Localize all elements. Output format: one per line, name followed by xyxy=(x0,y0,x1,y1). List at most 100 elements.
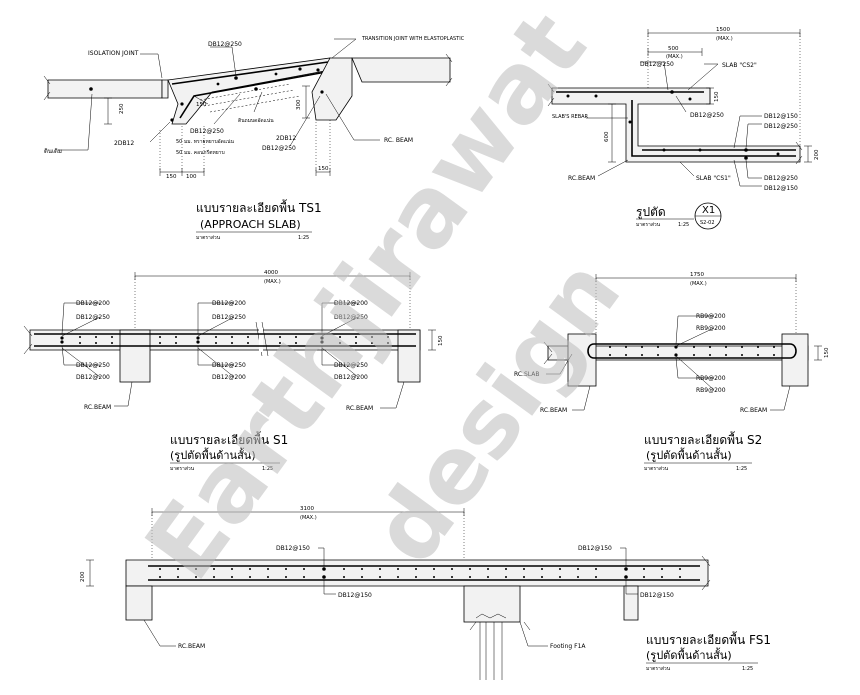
s1-rc-beam-right: RC.BEAM xyxy=(346,405,373,412)
x1-rc-beam-label: RC.BEAM xyxy=(568,175,595,182)
s1-top-bar-1b: DB12@250 xyxy=(76,314,110,321)
ts1-dim-150c: 150 xyxy=(318,166,329,172)
detail-s1: 4000 (MAX.) DB12@200 DB12@250 DB12@200 D… xyxy=(23,270,444,472)
x1-slab-cs2-label: SLAB "CS2" xyxy=(722,62,757,69)
fs1-rc-beam: RC.BEAM xyxy=(178,643,205,650)
fs1-max: (MAX.) xyxy=(300,515,317,521)
ts1-db-bottom-left-label: DB12@250 xyxy=(190,128,224,135)
s1-bottom-bar-2: DB12@250 xyxy=(212,362,246,369)
x1-db150-2-label: DB12@150 xyxy=(764,185,798,192)
s2-rb-top-2: RB9@200 xyxy=(696,325,726,332)
fs1-scale-label: มาตราส่วน xyxy=(646,666,671,672)
x1-scale: 1:25 xyxy=(678,222,689,228)
x1-dim-150: 150 xyxy=(714,91,720,102)
s1-bottom-bar-1b: DB12@200 xyxy=(76,374,110,381)
s2-rc-beam-left: RC.BEAM xyxy=(540,407,567,414)
s1-dim-4000: 4000 xyxy=(264,270,278,276)
x1-max-1: (MAX.) xyxy=(716,36,733,42)
s2-max: (MAX.) xyxy=(690,281,707,287)
ts1-dim-150b: 150 xyxy=(166,174,177,180)
s2-scale-label: มาตราส่วน xyxy=(644,466,669,472)
ts1-subtitle: (APPROACH SLAB) xyxy=(200,218,301,231)
s2-rb-bottom-2: RB9@200 xyxy=(696,387,726,394)
x1-slab-rebar-label: SLAB'S REBAR xyxy=(552,114,589,120)
ts1-dim-300: 300 xyxy=(296,99,302,110)
x1-slab-cs1-label: SLAB "CS1" xyxy=(696,175,731,182)
ts1-db-top-label: DB12@250 xyxy=(208,41,242,48)
ts1-dim-100: 100 xyxy=(186,174,197,180)
s1-title: แบบรายละเอียดพื้น S1 xyxy=(170,431,288,447)
fs1-bottom-bar-left: DB12@150 xyxy=(338,592,372,599)
s1-scale-label: มาตราส่วน xyxy=(170,466,195,472)
fs1-bottom-bar-right: DB12@150 xyxy=(640,592,674,599)
detail-x1: 1500 (MAX.) 500 (MAX.) DB12@250 SLAB "CS… xyxy=(547,27,820,230)
s1-bottom-bar-3: DB12@250 xyxy=(334,362,368,369)
ts1-transition-joint-label: TRANSITION JOINT WITH ELASTOPLASTIC xyxy=(361,36,465,42)
s1-top-bar-3b: DB12@250 xyxy=(334,314,368,321)
ts1-scale: 1:25 xyxy=(298,235,309,241)
fs1-dim-200: 200 xyxy=(80,571,86,582)
s2-subtitle: (รูปตัดพื้นด้านสั้น) xyxy=(646,447,732,462)
x1-scale-label: มาตราส่วน xyxy=(636,222,661,228)
x1-title: รูปตัด xyxy=(636,205,666,220)
ts1-fill-lean-concrete-label: 50 มม. คอนกรีตหยาบ xyxy=(176,149,225,156)
ts1-scale-label: มาตราส่วน xyxy=(196,235,221,241)
x1-dim-200: 200 xyxy=(814,149,820,160)
x1-section-ref: S2-02 xyxy=(700,220,715,226)
ts1-rc-beam-label: RC. BEAM xyxy=(384,137,413,144)
s2-rc-beam-right: RC.BEAM xyxy=(740,407,767,414)
s1-bottom-bar-1: DB12@250 xyxy=(76,362,110,369)
fs1-top-bar-left: DB12@150 xyxy=(276,545,310,552)
ts1-2db12-left-label: 2DB12 xyxy=(114,140,134,147)
x1-max-2: (MAX.) xyxy=(666,54,683,60)
detail-s2: 1750 (MAX.) RB9@200 RB9@200 RB9@200 RB9@… xyxy=(514,272,830,472)
x1-section-tag: X1 xyxy=(702,205,715,216)
s1-top-bar-3: DB12@200 xyxy=(334,300,368,307)
x1-db250-2-label: DB12@250 xyxy=(764,175,798,182)
s2-rb-top-1: RB9@200 xyxy=(696,313,726,320)
fs1-scale: 1:25 xyxy=(742,666,753,672)
fs1-distribution-dots xyxy=(159,568,681,578)
ts1-existing-soil-label: ดินเดิม xyxy=(44,148,62,155)
x1-db250-1-label: DB12@250 xyxy=(764,123,798,130)
s1-top-bar-2b: DB12@250 xyxy=(212,314,246,321)
s2-scale: 1:25 xyxy=(736,466,747,472)
s2-dim-1750: 1750 xyxy=(690,272,704,278)
ts1-fill-compacted-label: ดินถมบดอัดแน่น xyxy=(238,117,274,124)
detail-fs1: 3100 (MAX.) DB12@150 DB12@150 DB12@150 D… xyxy=(80,506,771,680)
fs1-top-bar-right: DB12@150 xyxy=(578,545,612,552)
s1-dim-150: 150 xyxy=(438,335,444,346)
s1-max: (MAX.) xyxy=(264,279,281,285)
s1-bottom-bar-3b: DB12@200 xyxy=(334,374,368,381)
s1-rc-beam-left: RC.BEAM xyxy=(84,404,111,411)
detail-ts1: ISOLATION JOINT DB12@250 TRANSITION JOIN… xyxy=(43,36,465,241)
ts1-dim-250: 250 xyxy=(119,103,125,114)
s1-top-bar-2: DB12@200 xyxy=(212,300,246,307)
s1-scale: 1:25 xyxy=(262,466,273,472)
x1-db150-1-label: DB12@150 xyxy=(764,113,798,120)
fs1-dim-3100: 3100 xyxy=(300,506,314,512)
s1-distribution-dots xyxy=(60,336,389,344)
ts1-dim-150: 150 xyxy=(196,102,207,108)
s1-subtitle: (รูปตัดพื้นด้านสั้น) xyxy=(170,447,256,462)
x1-dim-500: 500 xyxy=(668,46,679,52)
x1-dim-1500: 1500 xyxy=(716,27,730,33)
fs1-title: แบบรายละเอียดพื้น FS1 xyxy=(646,631,771,647)
fs1-footing-label: Footing F1A xyxy=(550,643,586,650)
x1-dim-600: 600 xyxy=(604,131,610,142)
ts1-isolation-joint-label: ISOLATION JOINT xyxy=(88,50,139,57)
s1-bottom-bar-2b: DB12@200 xyxy=(212,374,246,381)
ts1-db-bottom-right-label: DB12@250 xyxy=(262,145,296,152)
s2-title: แบบรายละเอียดพื้น S2 xyxy=(644,431,762,447)
ts1-title: แบบรายละเอียดพื้น TS1 xyxy=(196,199,322,215)
fs1-subtitle: (รูปตัดพื้นด้านสั้น) xyxy=(646,647,732,662)
x1-db-top-2-label: DB12@250 xyxy=(690,112,724,119)
ts1-fill-sand-label: 50 มม. ทรายหยาบอัดแน่น xyxy=(176,139,235,145)
s2-rc-slab: RC.SLAB xyxy=(514,371,539,378)
s2-rb-bottom-1: RB9@200 xyxy=(696,375,726,382)
ts1-2db12-right-label: 2DB12 xyxy=(276,135,296,142)
s2-dim-150: 150 xyxy=(824,347,830,358)
s1-top-bar-1: DB12@200 xyxy=(76,300,110,307)
